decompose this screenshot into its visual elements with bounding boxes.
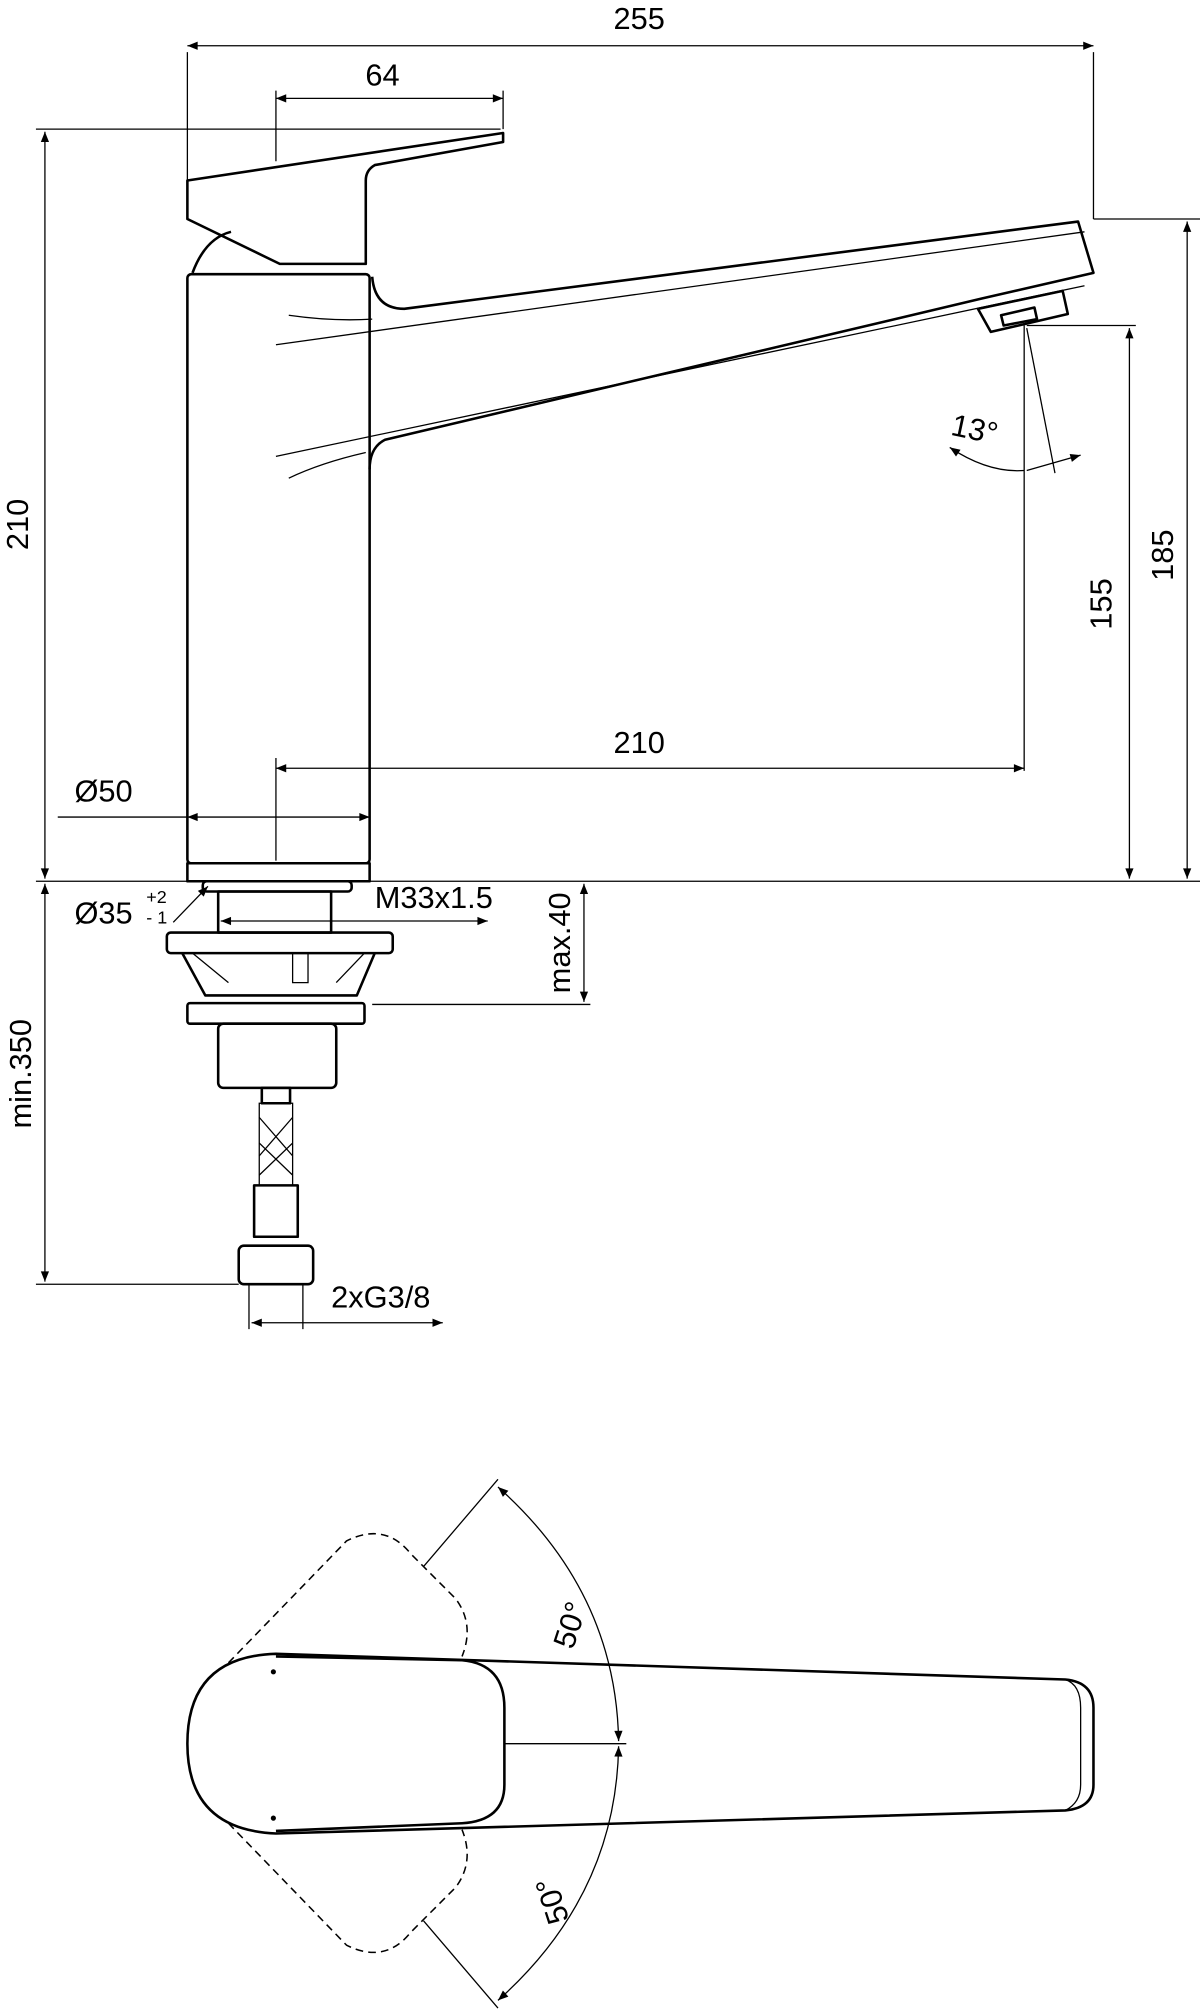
- dim-connections: 2xG3/8: [331, 1279, 430, 1314]
- tolerance-plus: +2: [146, 887, 166, 907]
- dim-overall-length: 255: [613, 1, 664, 36]
- dim-overall-height: 210: [0, 499, 35, 550]
- dim-max-deck-thickness: max.40: [542, 892, 577, 993]
- dim-hole-diameter: Ø35: [74, 896, 132, 931]
- dim-outlet-angle: 13°: [948, 407, 1001, 451]
- dim-min-hose-length: min.350: [3, 1019, 38, 1129]
- dim-spout-reach: 210: [613, 725, 664, 760]
- dim-handle-length: 64: [365, 58, 399, 93]
- dim-body-diameter: Ø50: [74, 774, 132, 809]
- tolerance-minus: - 1: [146, 908, 167, 928]
- faucet-side-view: [165, 131, 1095, 1286]
- dim-outlet-height: 155: [1083, 578, 1118, 629]
- dim-rotation-right: 50°: [528, 1873, 576, 1928]
- faucet-top-view: [186, 1478, 1095, 2009]
- dimension-lines: [35, 41, 1200, 1329]
- dim-thread: M33x1.5: [375, 880, 493, 915]
- dim-rotation-left: 50°: [546, 1597, 594, 1652]
- dim-spout-height-top: 185: [1145, 530, 1180, 581]
